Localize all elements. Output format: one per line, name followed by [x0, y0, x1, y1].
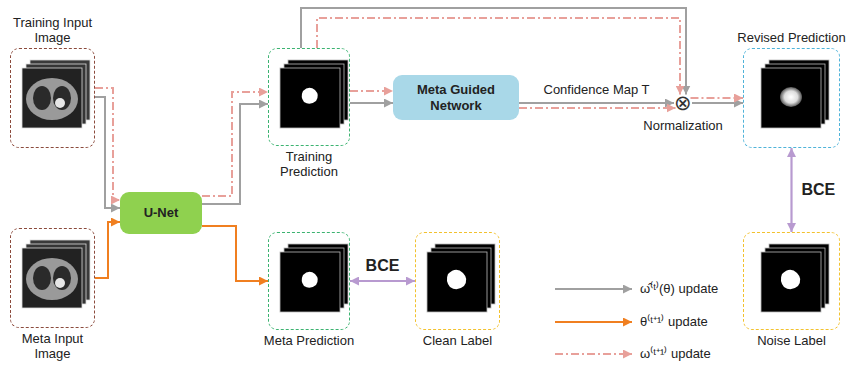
- image-panel: Training Prediction: [268, 48, 350, 146]
- ct-image-stack: [22, 240, 90, 308]
- legend-text: ω̂⁽ᵗ⁾(θ) update: [640, 281, 718, 297]
- panel-label: Meta Input Image: [7, 331, 99, 361]
- legend-line: [555, 353, 632, 355]
- flow-connector: [790, 148, 792, 232]
- edge-label: BCE: [364, 257, 402, 275]
- panel-label: Training Input Image: [7, 15, 99, 45]
- image-panel: Training Input Image: [10, 48, 95, 148]
- flow-connector: [690, 97, 743, 99]
- flow-connector: [350, 102, 393, 104]
- flow-connector: [519, 102, 674, 104]
- label-stack: [761, 244, 829, 312]
- flow-connector: [202, 226, 268, 281]
- ct-image-stack: [22, 60, 90, 128]
- panel-label: Revised Prediction: [727, 30, 857, 45]
- legend-text: ω⁽ᵗ⁺¹⁾ update: [640, 346, 711, 362]
- panel-label: Training Prediction: [263, 149, 355, 179]
- panel-label: Meta Prediction: [263, 333, 355, 348]
- flow-connector: [692, 102, 743, 104]
- legend-text: θ⁽ᵗ⁺¹⁾ update: [640, 314, 708, 330]
- image-panel: Noise Label: [743, 232, 840, 330]
- image-panel: Meta Prediction: [268, 232, 350, 330]
- revised-stack: [761, 60, 829, 128]
- process-box: Meta Guided Network: [393, 75, 519, 120]
- image-panel: Meta Input Image: [10, 228, 95, 328]
- flow-connector: [350, 280, 415, 282]
- legend-line: [555, 321, 632, 323]
- box-label: Meta Guided Network: [393, 82, 519, 114]
- flow-connector: [519, 107, 676, 109]
- panel-label: Clean Label: [408, 333, 508, 348]
- prediction-stack: [280, 60, 348, 128]
- edge-label: Confidence Map T: [542, 82, 652, 97]
- flow-connector: [350, 90, 393, 92]
- flow-connector: [202, 92, 268, 196]
- legend-line: [555, 288, 632, 290]
- operation-label: Normalization: [643, 118, 722, 133]
- process-box: U-Net: [120, 192, 202, 234]
- label-stack: [427, 244, 495, 312]
- flow-connector: [95, 97, 120, 208]
- panel-label: Noise Label: [742, 333, 842, 348]
- image-panel: Revised Prediction: [743, 48, 840, 148]
- flow-connector: [95, 88, 120, 200]
- prediction-stack: [280, 244, 348, 312]
- flow-connector: [202, 104, 268, 204]
- image-panel: Clean Label: [415, 232, 500, 330]
- multiply-symbol: ⊗: [674, 93, 692, 113]
- multiply-node: ⊗Normalization: [673, 93, 693, 113]
- edge-label: BCE: [800, 181, 838, 199]
- flow-connector: [95, 222, 120, 278]
- box-label: U-Net: [144, 205, 179, 221]
